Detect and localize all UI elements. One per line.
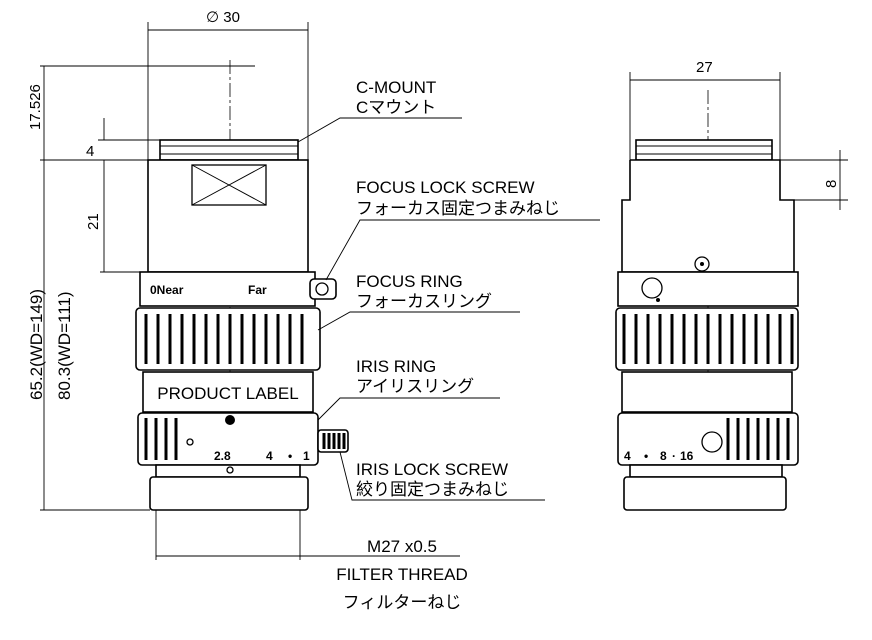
iris-lock-en: IRIS LOCK SCREW — [356, 460, 508, 479]
side-focus-lock-screw[interactable] — [641, 277, 663, 299]
focus-ring-jp: フォーカスリング — [356, 292, 492, 311]
cmount-jp: Cマウント — [356, 98, 436, 117]
focus-near-label: 0Near — [150, 283, 184, 297]
iris-scale-28: 2.8 — [214, 449, 231, 463]
iris-ring-en: IRIS RING — [356, 357, 436, 376]
focus-ring[interactable] — [135, 307, 321, 371]
focus-ring-knurl — [144, 314, 304, 364]
focus-lock-en: FOCUS LOCK SCREW — [356, 178, 535, 197]
side-focus-band — [617, 271, 799, 307]
focus-far-label: Far — [248, 283, 267, 297]
focus-ring-en: FOCUS RING — [356, 272, 463, 291]
side-dim-8: 8 — [823, 180, 840, 188]
iris-lock-jp: 絞り固定つまみねじ — [356, 480, 509, 499]
side-iris-4: 4 — [624, 449, 631, 463]
side-width-label: 27 — [696, 59, 713, 76]
length-wd149: 65.2(WD=149) — [27, 289, 46, 400]
side-iris-16: 16 — [680, 449, 694, 463]
side-iris-lock-screw[interactable] — [701, 431, 723, 453]
iris-scale-dot: • — [288, 449, 292, 463]
front-barrel — [149, 476, 309, 511]
filter-thread-en: FILTER THREAD — [336, 565, 468, 584]
side-iris-dot: • — [644, 449, 648, 463]
side-middle-band — [621, 371, 793, 413]
filter-thread-size: M27 x0.5 — [367, 537, 437, 556]
cmount-en: C-MOUNT — [356, 78, 436, 97]
side-iris-8: 8 — [660, 449, 667, 463]
product-label: PRODUCT LABEL — [157, 384, 298, 403]
filter-thread-jp: フィルターねじ — [343, 593, 462, 612]
iris-ring-jp: アイリスリング — [356, 377, 474, 396]
iris-ring-knurl — [144, 418, 178, 460]
c-mount-thread — [159, 139, 299, 161]
length-wd111: 80.3(WD=111) — [55, 292, 74, 401]
iris-scale-1: 1 — [303, 449, 310, 463]
side-iris-dot2: · — [672, 449, 676, 463]
focus-lock-screw[interactable] — [309, 278, 337, 300]
front-view: 0Near Far PRODUCT LABEL 2.8 4 • 1 ∅ 30 — [27, 9, 468, 612]
diameter-label: ∅ 30 — [206, 9, 240, 26]
dim-4: 4 — [86, 143, 94, 160]
lens-upper-body — [147, 159, 309, 273]
filter-thread-band — [155, 464, 301, 478]
side-filter-band — [629, 464, 783, 478]
focus-lock-jp: フォーカス固定つまみねじ — [356, 199, 560, 218]
dim-21: 21 — [85, 213, 102, 230]
iris-index-dot — [225, 415, 235, 425]
iris-scale-4: 4 — [266, 449, 273, 463]
callouts: C-MOUNT Cマウント FOCUS LOCK SCREW フォーカス固定つま… — [297, 78, 600, 501]
mount-window — [191, 164, 267, 206]
side-c-mount — [635, 139, 773, 161]
dim-17526: 17.526 — [27, 84, 44, 130]
side-view: 4 • 8 · 16 27 8 — [615, 59, 848, 511]
focus-scale-band — [139, 271, 316, 307]
side-front-barrel — [623, 476, 787, 511]
product-label-band — [142, 371, 314, 413]
